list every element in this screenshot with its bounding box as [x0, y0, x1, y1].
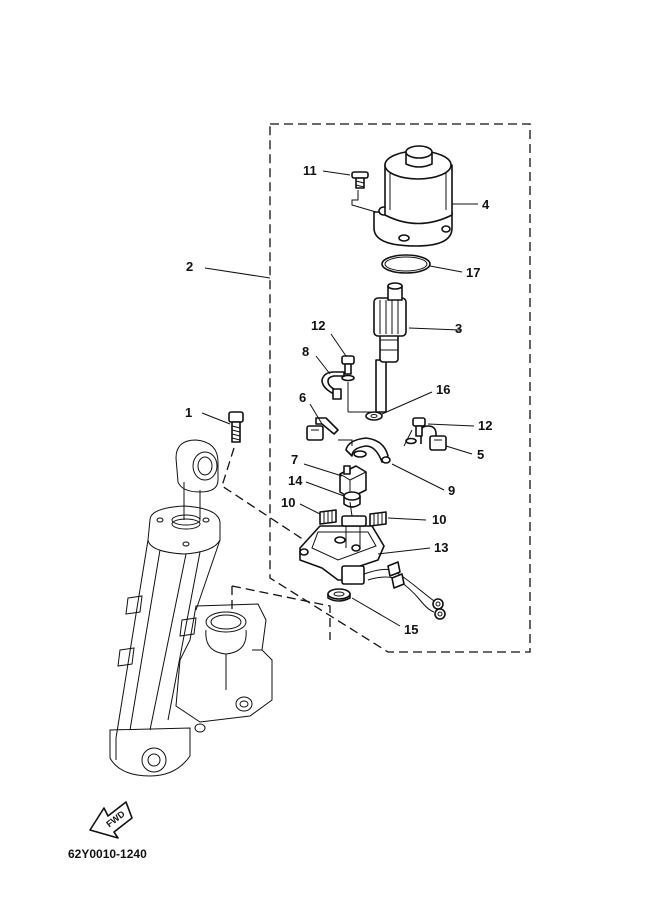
callout-3: 3 — [455, 321, 462, 336]
spring-10a-part[interactable] — [319, 509, 337, 525]
callout-5: 5 — [477, 447, 484, 462]
callout-2: 2 — [186, 259, 193, 274]
callout-15: 15 — [404, 622, 418, 637]
callout-13: 13 — [434, 540, 448, 555]
motor-yoke-part[interactable] — [373, 145, 453, 247]
wire-harness-part[interactable] — [363, 561, 446, 620]
assembly-connector-a — [231, 585, 331, 640]
callout-4: 4 — [482, 197, 490, 212]
bolt-1-part[interactable] — [228, 411, 244, 443]
screw-12b-part[interactable] — [405, 417, 426, 445]
washer-16-part[interactable] — [365, 411, 383, 421]
callout-8: 8 — [302, 344, 309, 359]
screw-11-part[interactable] — [351, 171, 369, 189]
callout-14: 14 — [288, 473, 303, 488]
armature-part[interactable] — [373, 282, 407, 413]
o-ring-part[interactable] — [381, 254, 431, 274]
callout-16: 16 — [436, 382, 450, 397]
callout-17: 17 — [466, 265, 480, 280]
fwd-arrow-icon: FWD — [89, 801, 133, 839]
callout-10a: 10 — [281, 495, 295, 510]
brush-5-part[interactable] — [420, 425, 447, 451]
screw-12a-part[interactable] — [341, 355, 355, 382]
diagram-code: 62Y0010-1240 — [68, 847, 147, 861]
callout-7: 7 — [291, 452, 298, 467]
tilt-cylinder-assembly — [109, 439, 273, 777]
washer-15-part[interactable] — [327, 588, 351, 602]
leader-lines — [201, 170, 478, 627]
callout-10b: 10 — [432, 512, 446, 527]
assembly-boundary — [269, 123, 531, 653]
assembly-connector-c — [221, 447, 305, 541]
callout-1: 1 — [185, 405, 192, 420]
callout-12b: 12 — [478, 418, 492, 433]
callout-9: 9 — [448, 483, 455, 498]
brush-plate-9-part[interactable] — [345, 437, 391, 464]
brush-holder-6-part[interactable] — [306, 417, 339, 441]
bushing-14-part[interactable] — [343, 491, 361, 508]
callout-12a: 12 — [311, 318, 325, 333]
callout-6: 6 — [299, 390, 306, 405]
holder-7-part[interactable] — [339, 465, 367, 499]
callout-11: 11 — [303, 163, 317, 178]
lead-wire-8-part[interactable] — [321, 371, 345, 400]
spring-10b-part[interactable] — [369, 511, 387, 527]
end-cover-13-part[interactable] — [299, 515, 385, 585]
